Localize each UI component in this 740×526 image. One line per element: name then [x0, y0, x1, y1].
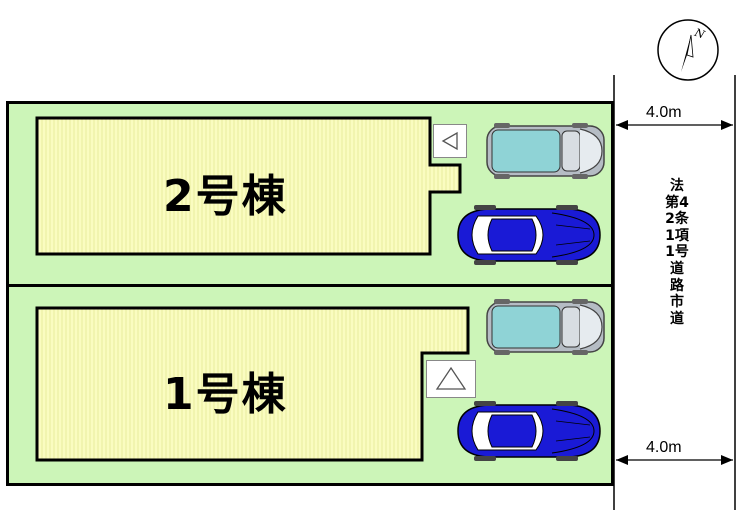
building-1-outline	[35, 306, 470, 462]
dimension-arrow-bottom-right	[721, 455, 733, 465]
building-2-outline	[35, 116, 462, 256]
car-teal-lot-1	[486, 299, 605, 355]
entrance-marker-1	[426, 360, 476, 398]
road-width-bottom: 4.0m	[646, 439, 682, 456]
north-compass-icon: N	[657, 19, 719, 81]
car-teal-lot-2	[486, 123, 605, 179]
dimension-arrow-bottom-left	[616, 455, 628, 465]
dimension-arrow-top-left	[616, 120, 628, 130]
dimension-arrow-top-right	[721, 120, 733, 130]
entrance-marker-2	[433, 124, 467, 158]
compass-north-label: N	[692, 26, 707, 42]
car-blue-lot-2	[457, 205, 601, 265]
building-2-label: 2号棟	[163, 171, 288, 222]
road-width-top: 4.0m	[646, 104, 682, 121]
building-1-label: 1号棟	[163, 369, 288, 420]
road-description: 法第42条1項1号道路 市道	[665, 178, 698, 327]
car-blue-lot-1	[457, 401, 601, 461]
